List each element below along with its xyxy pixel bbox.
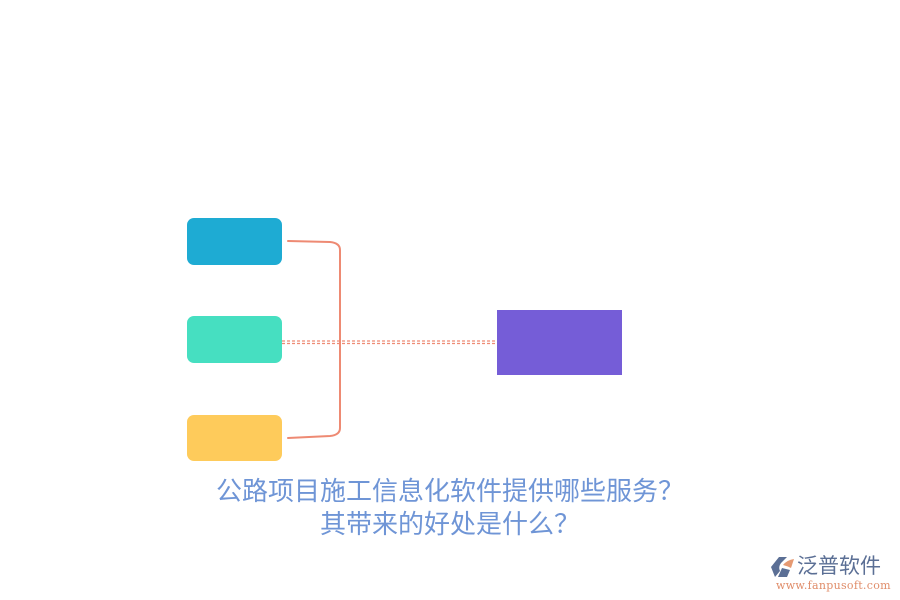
title-line-2: 其带来的好处是什么？ (319, 510, 580, 540)
brand-name: 泛普软件 (797, 554, 881, 578)
diagram-center-node (497, 310, 622, 375)
fanpu-logo-icon (771, 557, 794, 577)
diagram-node-green (187, 316, 282, 363)
diagram-node-yellow (187, 415, 282, 461)
brand-url: www.fanpusoft.com (776, 579, 891, 592)
diagram-title: 公路项目施工信息化软件提供哪些服务？ 其带来的好处是什么？ (0, 476, 900, 542)
title-line-1: 公路项目施工信息化软件提供哪些服务？ (215, 477, 684, 507)
watermark-logo: 泛普软件 www.fanpusoft.com (770, 553, 895, 597)
diagram-node-blue (187, 218, 282, 265)
